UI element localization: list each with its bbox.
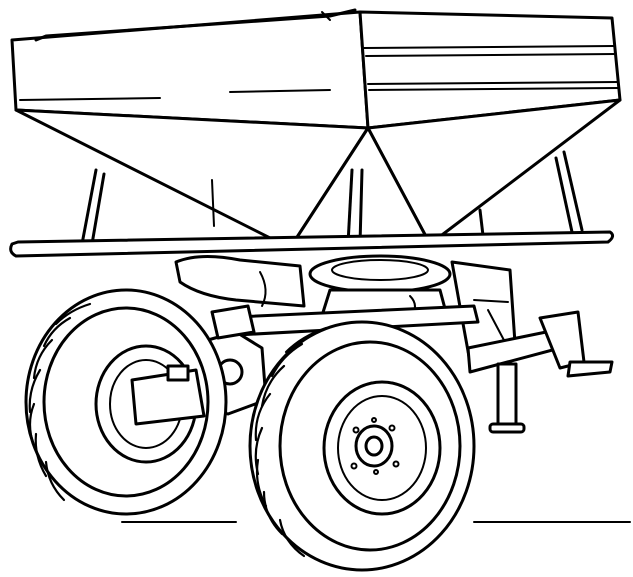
wheel-left bbox=[24, 288, 228, 516]
wheel-right bbox=[248, 320, 476, 572]
spinner-assembly bbox=[174, 254, 518, 364]
frame bbox=[9, 150, 615, 258]
hopper bbox=[10, 8, 622, 250]
